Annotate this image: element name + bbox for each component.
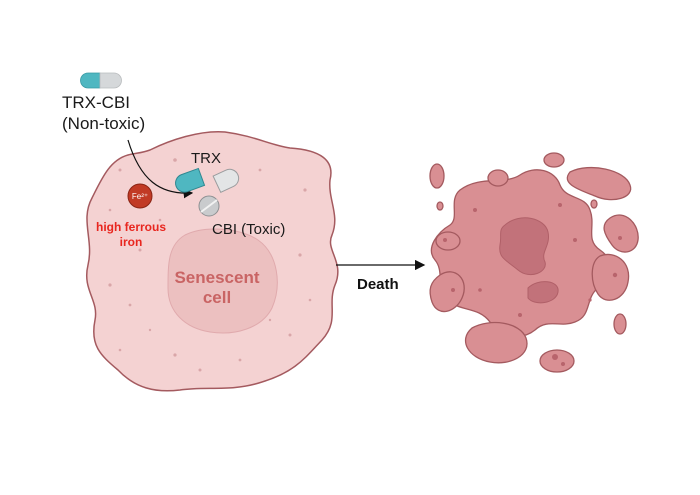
iron-label-line2: iron bbox=[119, 235, 143, 249]
debris-blob bbox=[429, 271, 465, 313]
debris-blob bbox=[603, 214, 639, 253]
debris-blob bbox=[465, 321, 528, 364]
debris-specks bbox=[443, 203, 622, 366]
trx-fragment-icon bbox=[175, 167, 206, 193]
death-label: Death bbox=[357, 276, 399, 293]
cell-label: Senescent cell bbox=[163, 268, 271, 308]
cell-debris bbox=[429, 152, 639, 373]
prodrug-label: TRX-CBI (Non-toxic) bbox=[62, 92, 145, 134]
prodrug-toxicity: (Non-toxic) bbox=[62, 114, 146, 133]
fe-ion-icon bbox=[127, 183, 153, 209]
nucleus bbox=[167, 228, 278, 334]
debris-blob bbox=[436, 201, 444, 211]
debris-blob bbox=[429, 163, 445, 189]
debris-blob bbox=[487, 169, 509, 187]
prodrug-name: TRX-CBI bbox=[62, 93, 130, 112]
debris-blob bbox=[590, 199, 598, 209]
entry-arrow-icon bbox=[127, 139, 194, 199]
cell-label-line2: cell bbox=[202, 288, 232, 307]
carrier-fragment-icon bbox=[212, 168, 240, 194]
debris-blob bbox=[566, 166, 632, 201]
cell-label-line1: Senescent bbox=[174, 268, 260, 287]
debris-blob bbox=[613, 313, 627, 335]
cytoplasm-specks bbox=[108, 158, 312, 372]
debris-blob bbox=[435, 231, 461, 251]
iron-label-line1: high ferrous bbox=[95, 220, 166, 234]
cbi-pill-icon bbox=[198, 195, 220, 217]
cbi-label: CBI (Toxic) bbox=[212, 221, 286, 238]
debris-blob bbox=[539, 349, 575, 373]
fe-ion-label: Fe²⁺ bbox=[131, 192, 149, 201]
capsule-icon bbox=[80, 72, 122, 89]
debris-spot bbox=[527, 281, 559, 304]
debris-blob bbox=[543, 152, 565, 168]
debris-nucleus bbox=[499, 217, 550, 275]
iron-label: high ferrous iron bbox=[88, 220, 174, 250]
debris-blob bbox=[591, 253, 630, 301]
trx-label: TRX bbox=[191, 150, 221, 167]
